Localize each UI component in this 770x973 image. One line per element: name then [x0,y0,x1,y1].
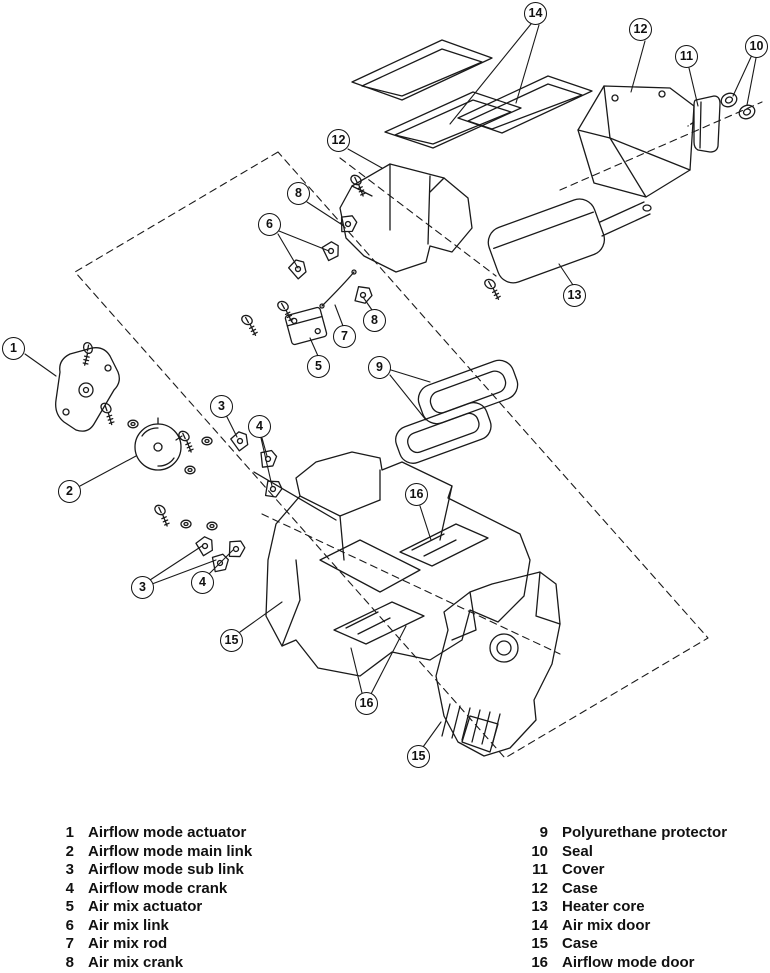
legend-label: Airflow mode main link [88,842,253,860]
air-mix-link-a [320,240,342,262]
legend-label: Cover [562,861,605,878]
lower-case [435,571,561,757]
upper-case [577,85,695,198]
legend-label: Case [562,879,598,897]
legend-row: 11 Cover [522,861,727,880]
callout-6: 6 [258,213,281,236]
air-mix-door-panels [351,39,593,149]
heater-core [487,198,652,284]
legend-row: 1 Airflow mode actuator [48,824,252,843]
legend-row: 13 Heater core [522,898,727,917]
air-mix-crank-lower [350,282,376,308]
legend-row: 7 Air mix rod [48,935,252,954]
diagram-line-art [24,23,763,759]
callout-12: 12 [327,129,350,152]
legend-label: Air mix crank [88,953,184,971]
legend-label: Air mix rod [88,935,168,952]
callout-3: 3 [210,395,233,418]
legend-num: 2 [65,842,74,860]
legend-row: 3 Airflow mode sub link [48,861,252,880]
legend-num: 16 [531,953,548,971]
callout-4: 4 [248,415,271,438]
legend-num: 9 [539,824,548,841]
legend-label: Air mix link [88,916,169,934]
legend-num: 4 [65,879,74,897]
callout-10: 10 [745,35,768,58]
washers [127,419,218,531]
legend-row: 9 Polyurethane protector [522,824,727,843]
legend-num: 5 [65,898,74,915]
callout-16: 16 [405,483,428,506]
air-mix-link-b [286,256,310,282]
legend-num: 8 [65,953,74,971]
legend-row: 12 Case [522,880,727,899]
legend-row: 8 Air mix crank [48,954,252,973]
legend-label: Airflow mode actuator [88,824,247,841]
airflow-mode-main-link [134,417,183,471]
legend-row: 6 Air mix link [48,917,252,936]
callout-12: 12 [629,18,652,41]
callout-15: 15 [407,745,430,768]
legend-num: 1 [65,824,74,841]
legend-num: 6 [65,916,74,934]
legend-row: 4 Airflow mode crank [48,880,252,899]
legend-num: 12 [531,879,548,897]
callout-9: 9 [368,356,391,379]
callout-2: 2 [58,480,81,503]
callout-16: 16 [355,692,378,715]
legend-num: 10 [531,842,548,860]
legend-num: 15 [531,935,548,952]
legend-label: Heater core [562,898,645,915]
airflow-mode-doors [333,523,489,645]
legend-num: 13 [531,898,548,915]
legend-column-left: 1 Airflow mode actuator 2 Airflow mode mai… [48,824,253,973]
legend-label: Airflow mode crank [88,879,228,897]
legend-row: 5 Air mix actuator [48,898,252,917]
air-mix-actuator [284,306,328,346]
legend-label: Airflow mode door [562,953,695,971]
legend-row: 16 Airflow mode door [522,954,727,973]
callout-15: 15 [220,629,243,652]
legend-column-right: 9 Polyurethane protector 10 Seal 11 Cover 1… [522,824,727,972]
construction-plane-dashed-lines [74,101,763,759]
callout-8: 8 [363,309,386,332]
legend-row: 14 Air mix door [522,917,727,936]
seals [720,92,756,120]
legend-row: 10 Seal [522,843,727,862]
legend-label: Case [562,935,598,952]
legend-num: 7 [65,935,74,952]
callout-8: 8 [287,182,310,205]
legend-row: 15 Case [522,935,727,954]
callout-5: 5 [307,355,330,378]
legend-label: Air mix door [562,916,651,934]
callout-3: 3 [131,576,154,599]
polyurethane-protector [395,359,519,464]
legend-row: 2 Airflow mode main link [48,842,253,862]
callout-7: 7 [333,325,356,348]
callout-leader-lines [24,23,757,748]
legend-num: 3 [65,861,74,878]
cover [687,95,721,153]
legend-label: Polyurethane protector [562,824,728,841]
callout-13: 13 [563,284,586,307]
callout-11: 11 [675,45,698,68]
legend-num: 11 [532,861,548,878]
callout-4: 4 [191,571,214,594]
callout-1: 1 [2,337,25,360]
legend-num: 14 [531,916,548,934]
airflow-mode-actuator [55,340,121,432]
legend-label: Air mix actuator [88,898,203,915]
mechanism-frame [339,163,473,273]
legend-label: Seal [562,842,593,860]
callout-14: 14 [524,2,547,25]
screws [149,172,506,528]
legend-label: Airflow mode sub link [88,861,244,878]
airflow-sub-links-and-cranks [194,429,337,574]
air-mix-rod [319,269,357,309]
